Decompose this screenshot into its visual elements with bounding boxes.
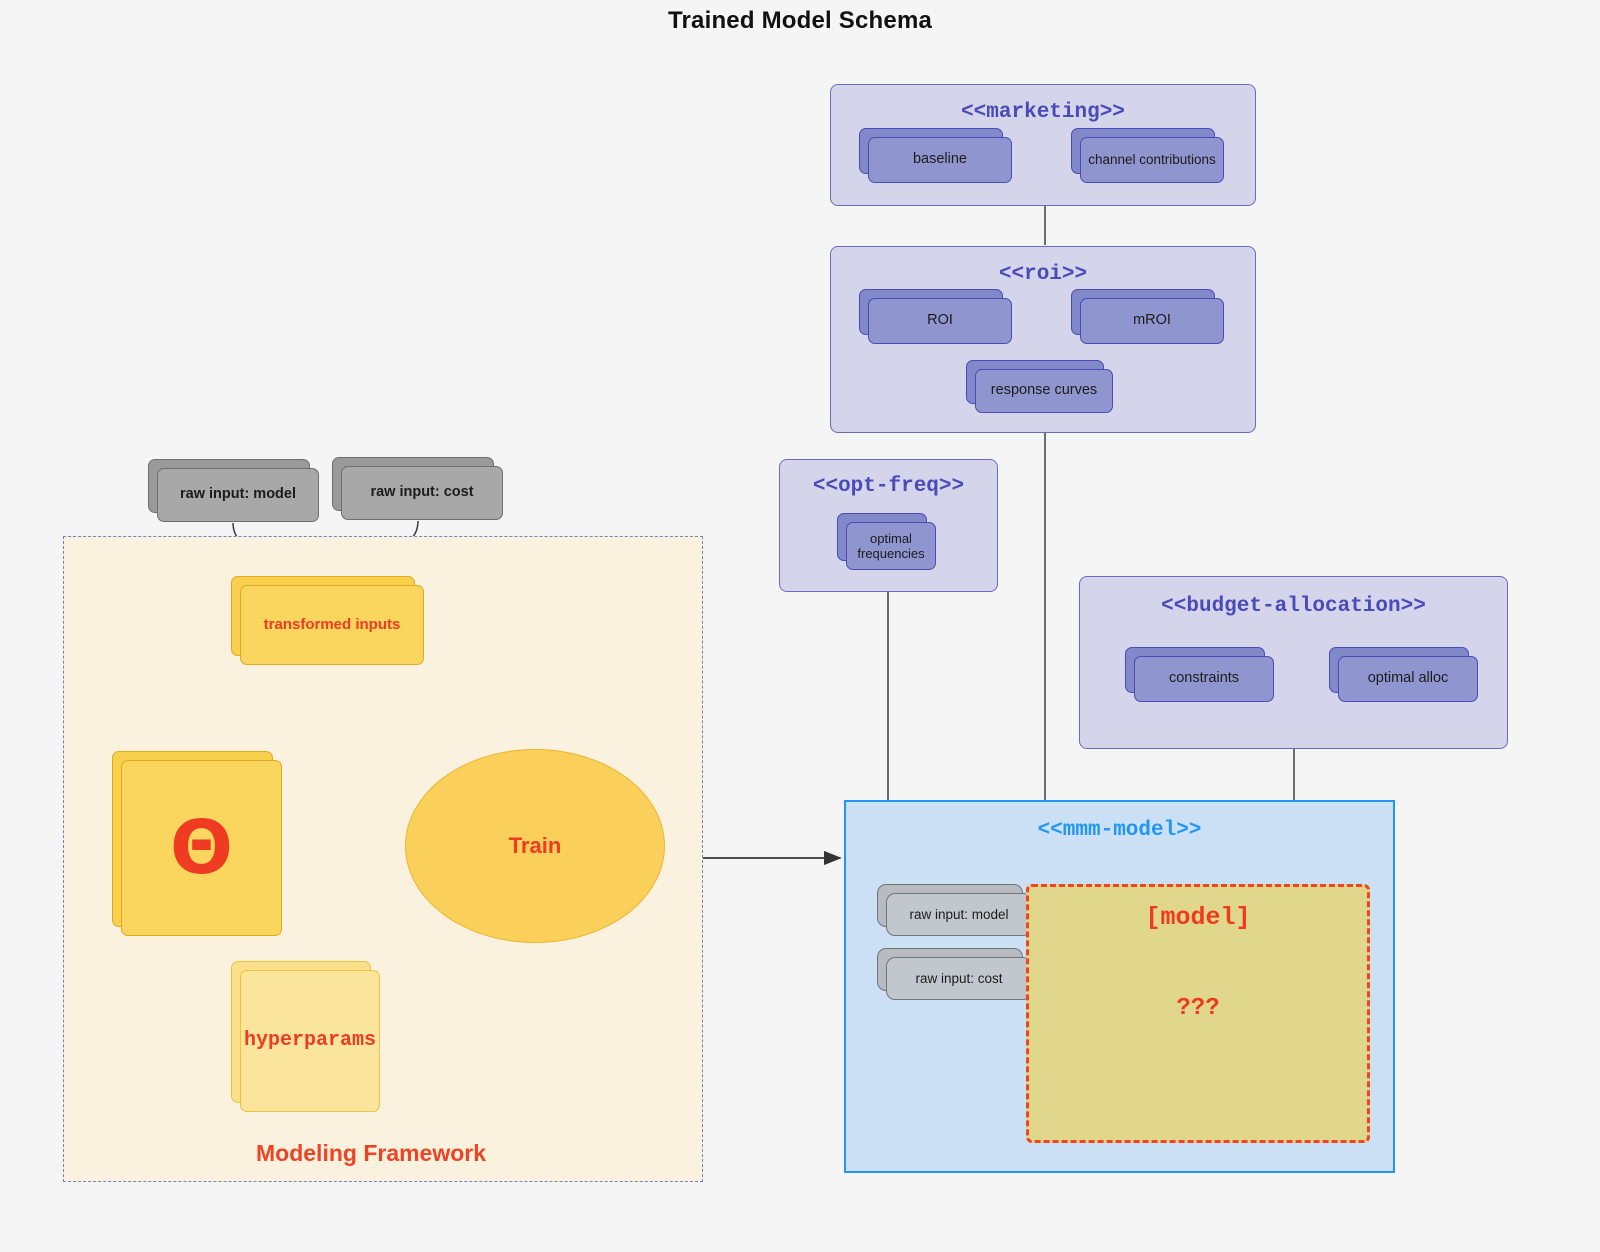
node-roi-label: ROI	[868, 298, 1012, 344]
theta-card[interactable]: Θ	[112, 751, 282, 936]
node-mroi-label: mROI	[1080, 298, 1224, 344]
node-baseline-label: baseline	[868, 137, 1012, 183]
node-optimal-alloc[interactable]: optimal alloc	[1329, 647, 1478, 702]
train-node[interactable]: Train	[405, 749, 665, 943]
node-mroi[interactable]: mROI	[1071, 289, 1224, 344]
node-optimal-frequencies-label: optimal frequencies	[846, 522, 936, 570]
theta-card-front: Θ	[121, 760, 282, 936]
hyperparams-card[interactable]: hyperparams	[231, 961, 380, 1112]
raw-input-model-card[interactable]: raw input: model	[148, 459, 319, 522]
page-title: Trained Model Schema	[667, 7, 933, 34]
raw-input-cost-card[interactable]: raw input: cost	[332, 457, 503, 520]
model-unknown-label: ???	[1176, 995, 1220, 1022]
mmm-raw-input-cost-card[interactable]: raw input: cost	[877, 948, 1032, 1000]
mmm-raw-input-model-label: raw input: model	[886, 893, 1032, 936]
modeling-framework-label: Modeling Framework	[256, 1140, 487, 1166]
node-constraints[interactable]: constraints	[1125, 647, 1274, 702]
model-placeholder-label: [model]	[1145, 903, 1251, 932]
raw-input-cost-label: raw input: cost	[341, 466, 503, 520]
node-roi[interactable]: ROI	[859, 289, 1012, 344]
transformed-inputs-card[interactable]: transformed inputs	[231, 576, 424, 665]
theta-symbol: Θ	[170, 805, 233, 891]
hyperparams-label: hyperparams	[240, 970, 380, 1112]
node-response-curves-label: response curves	[975, 369, 1113, 413]
transformed-inputs-label: transformed inputs	[240, 585, 424, 665]
node-baseline[interactable]: baseline	[859, 128, 1012, 183]
mmm-raw-input-model-card[interactable]: raw input: model	[877, 884, 1032, 936]
train-label: Train	[508, 833, 562, 858]
package-roi-title: <<roi>>	[998, 263, 1088, 286]
node-channel-contributions-label: channel contributions	[1080, 137, 1224, 183]
package-marketing-title: <<marketing>>	[961, 101, 1125, 124]
node-optimal-alloc-label: optimal alloc	[1338, 656, 1478, 702]
raw-input-model-label: raw input: model	[157, 468, 319, 522]
node-channel-contributions[interactable]: channel contributions	[1071, 128, 1224, 183]
node-optimal-frequencies[interactable]: optimal frequencies	[837, 513, 936, 570]
node-constraints-label: constraints	[1134, 656, 1274, 702]
package-budget-allocation-title: <<budget-allocation>>	[1161, 595, 1426, 618]
mmm-raw-input-cost-label: raw input: cost	[886, 957, 1032, 1000]
package-opt-freq-title: <<opt-freq>>	[812, 475, 965, 498]
node-response-curves[interactable]: response curves	[966, 360, 1113, 413]
model-placeholder-box[interactable]: [model] ???	[1026, 884, 1370, 1143]
package-mmm-model-title: <<mmm-model>>	[1037, 819, 1202, 842]
